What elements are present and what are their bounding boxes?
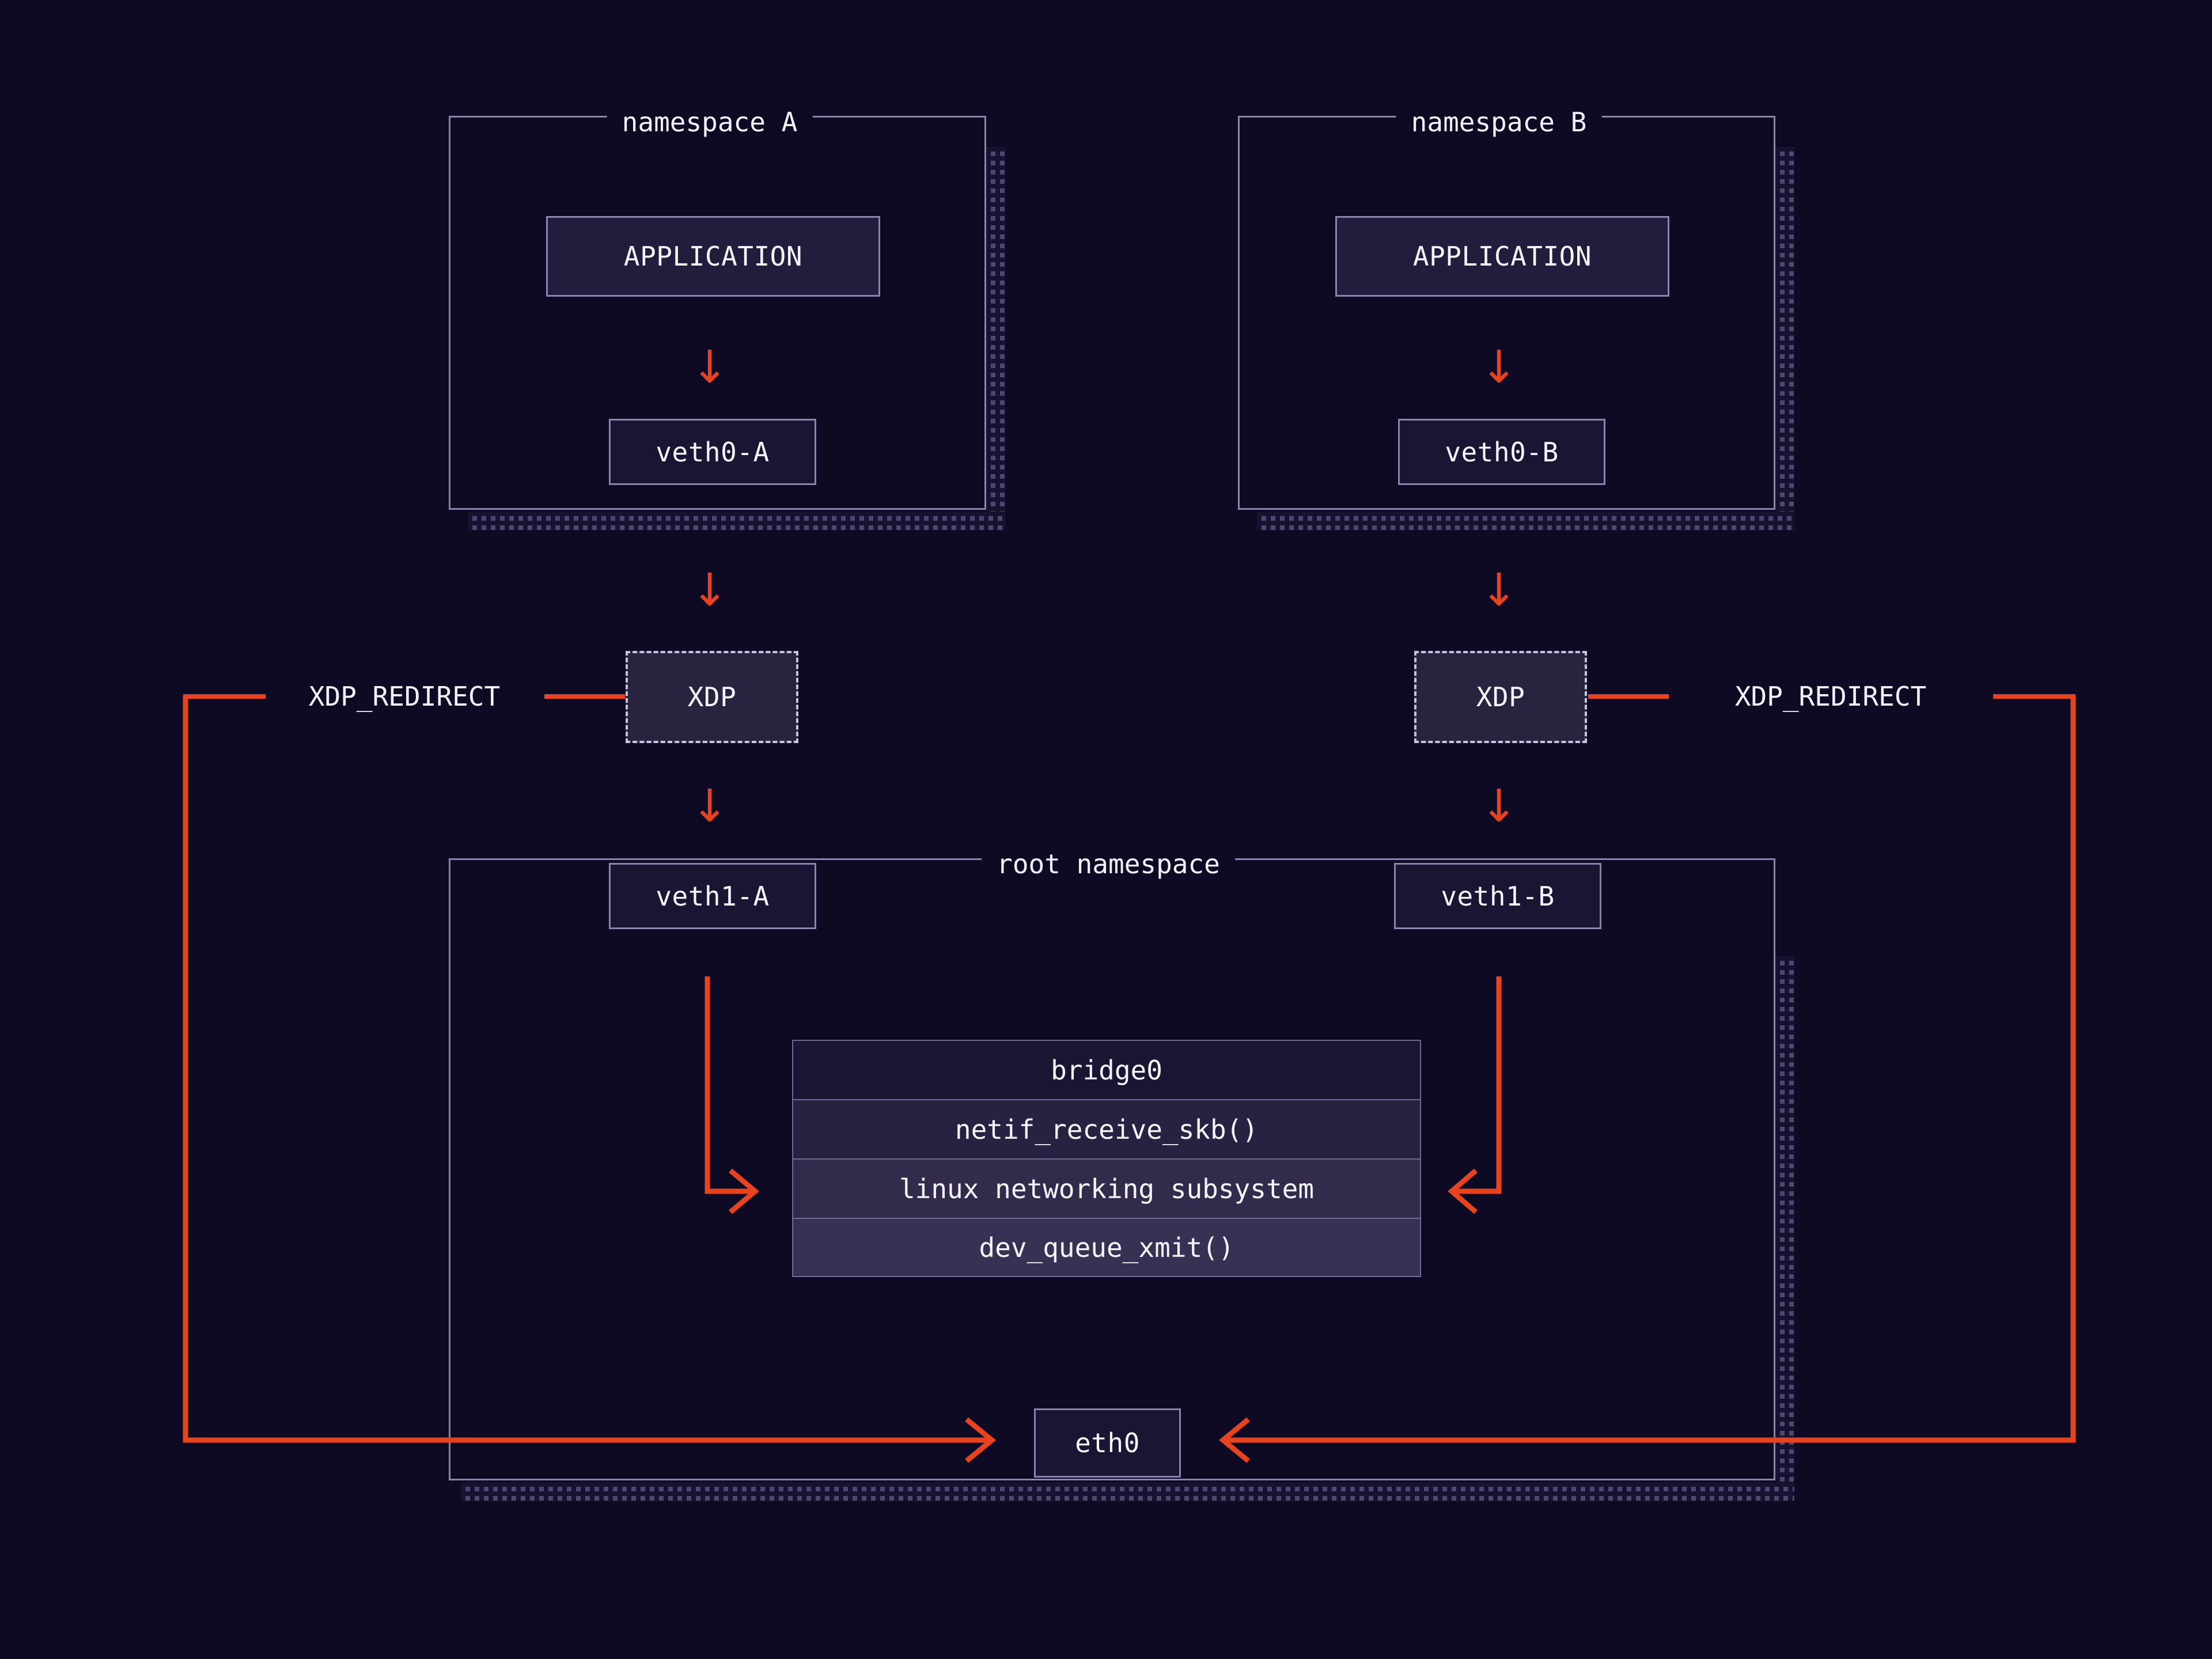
kernel-stack: bridge0 netif_receive_skb()linux networki… bbox=[792, 1040, 1421, 1277]
namespace-a-application: APPLICATION bbox=[546, 216, 880, 297]
kernel-stack-row-label: netif_receive_skb() bbox=[955, 1113, 1259, 1145]
namespace-b-shadow-bottom bbox=[1257, 512, 1794, 531]
xdp-left-to-veth1-arrow-down-icon: ↓ bbox=[691, 781, 729, 832]
redirect-right-segment-outer bbox=[1993, 694, 2075, 699]
namespace-a-arrow-down-icon: ↓ bbox=[691, 342, 729, 393]
redirect-left-segment-inner bbox=[544, 694, 625, 699]
namespace-a-label: namespace A bbox=[607, 109, 813, 135]
root-veth1-a: veth1-A bbox=[609, 863, 816, 929]
kernel-stack-row: bridge0 bbox=[792, 1040, 1421, 1099]
kernel-stack-row-label: linux networking subsystem bbox=[899, 1173, 1315, 1205]
namespace-b-application: APPLICATION bbox=[1335, 216, 1669, 297]
kernel-stack-row: dev_queue_xmit() bbox=[792, 1218, 1421, 1277]
kernel-stack-row-label: bridge0 bbox=[1051, 1054, 1162, 1086]
veth0-a-to-xdp-arrow-down-icon: ↓ bbox=[691, 565, 729, 616]
veth0-b-to-xdp-arrow-down-icon: ↓ bbox=[1480, 565, 1518, 616]
namespace-a-veth0: veth0-A bbox=[609, 419, 816, 485]
root-namespace-label: root namespace bbox=[982, 851, 1235, 877]
xdp-left-box[interactable]: XDP bbox=[626, 651, 798, 743]
kernel-stack-row: netif_receive_skb() bbox=[792, 1099, 1421, 1158]
namespace-b-arrow-down-icon: ↓ bbox=[1480, 342, 1518, 393]
namespace-b-label: namespace B bbox=[1396, 109, 1602, 135]
namespace-b-veth0: veth0-B bbox=[1398, 419, 1605, 485]
xdp-right-box[interactable]: XDP bbox=[1414, 651, 1587, 743]
root-veth1-b: veth1-B bbox=[1394, 863, 1601, 929]
kernel-stack-row: linux networking subsystem bbox=[792, 1158, 1421, 1218]
redirect-right-segment-inner bbox=[1588, 694, 1669, 699]
namespace-a-shadow-right bbox=[986, 147, 1005, 521]
root-namespace-shadow-right bbox=[1775, 956, 1794, 1492]
xdp-right-to-veth1-arrow-down-icon: ↓ bbox=[1480, 781, 1518, 832]
root-namespace-shadow-bottom bbox=[461, 1482, 1794, 1501]
xdp-redirect-right-label: XDP_REDIRECT bbox=[1734, 681, 1927, 712]
namespace-b-shadow-right bbox=[1775, 147, 1794, 521]
redirect-left-segment-outer bbox=[183, 694, 266, 699]
xdp-redirect-left-label: XDP_REDIRECT bbox=[308, 681, 501, 712]
namespace-a-shadow-bottom bbox=[468, 512, 1005, 531]
root-eth0: eth0 bbox=[1034, 1408, 1181, 1478]
kernel-stack-row-label: dev_queue_xmit() bbox=[979, 1232, 1234, 1263]
